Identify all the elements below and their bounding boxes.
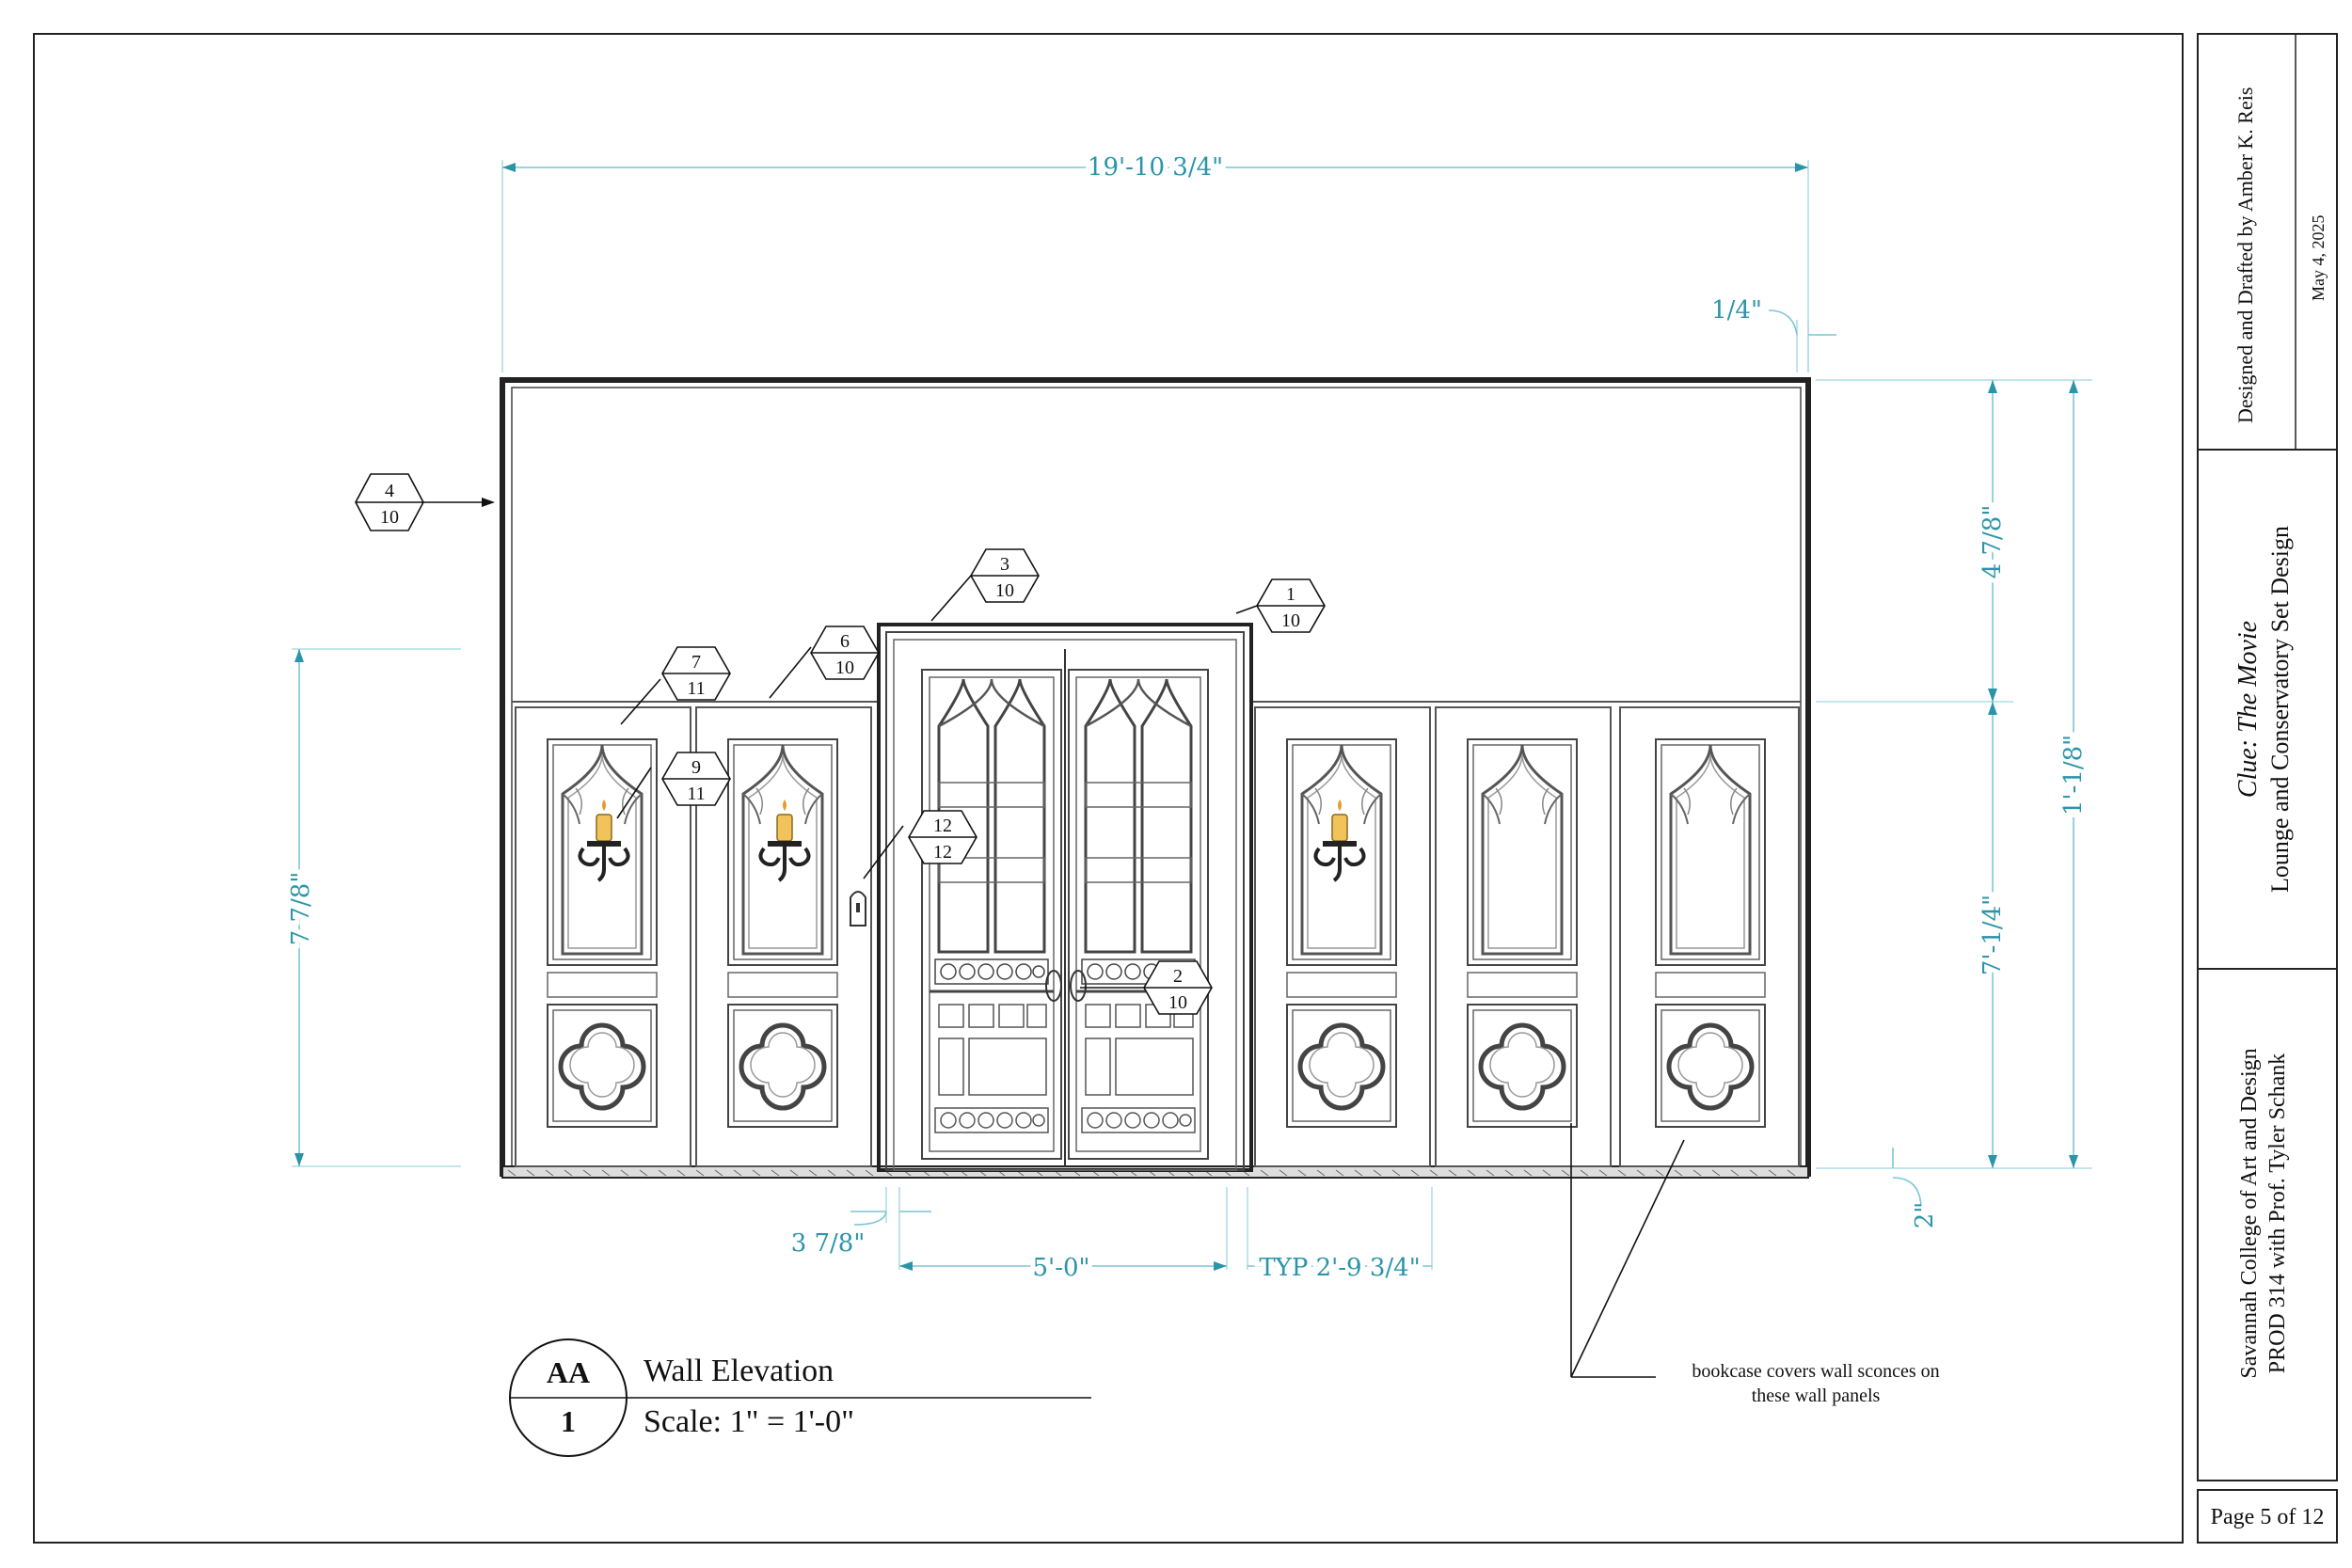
tag-6-bottom: 10: [835, 657, 854, 678]
tag-1-top: 1: [1286, 584, 1295, 605]
dimension-right-verticals: [1816, 379, 2092, 1169]
tag-arrowheads: [482, 498, 495, 507]
drawing-scale: Scale: 1" = 1'-0": [644, 1404, 854, 1439]
double-door: [877, 623, 1253, 1172]
tag-9-bottom: 11: [687, 784, 705, 804]
drawing-id: AA: [547, 1355, 590, 1389]
wall-panel-2: [695, 706, 872, 1167]
dimension-overall-width: [501, 160, 1809, 372]
tag-4-bottom: 10: [380, 507, 399, 528]
dim-left-height: 7 7/8": [287, 872, 315, 946]
course-name: PROD 314 with Prof. Tyler Schank: [2265, 1053, 2290, 1374]
tag-12-bottom: 12: [933, 842, 952, 863]
wall-panel-3: [1254, 706, 1431, 1167]
drawing-date: May 4, 2025: [2309, 215, 2328, 302]
tag-1-bottom: 10: [1281, 610, 1300, 631]
dim-overall-width: 19'-10 3/4": [1088, 153, 1223, 182]
dimension-left-vertical: [292, 648, 461, 1167]
dim-door-width: 5'-0": [1033, 1254, 1090, 1282]
tag-leaders: [423, 501, 1685, 1378]
wall-sconce-icon: [758, 798, 811, 882]
tag-9-top: 9: [691, 757, 701, 778]
dimension-bottom: [850, 1187, 1433, 1271]
tag-3-top: 3: [1000, 554, 1009, 575]
note-line-1: bookcase covers wall sconces on: [1692, 1361, 1939, 1382]
wall-panel-1: [515, 706, 691, 1167]
dim-door-offset: 3 7/8": [791, 1229, 866, 1258]
project-title: Lounge and Conservatory Set Design: [2266, 526, 2294, 893]
tag-4-top: 4: [385, 481, 394, 501]
wall-panel-4: [1435, 706, 1612, 1167]
page-number: Page 5 of 12: [2211, 1505, 2325, 1529]
tag-12-top: 12: [933, 816, 952, 836]
dim-panel-width: TYP 2'-9 3/4": [1259, 1254, 1420, 1282]
tag-6-top: 6: [840, 631, 850, 652]
tag-2-top: 2: [1173, 966, 1183, 987]
show-title: Clue: The Movie: [2233, 621, 2263, 798]
tag-2-bottom: 10: [1168, 992, 1187, 1013]
wall-sconce-icon: [1313, 798, 1366, 882]
dim-upper-height: 4 7/8": [1979, 505, 2007, 579]
tag-shapes: [355, 473, 1326, 1015]
drawing-title-symbol: [509, 1338, 1091, 1457]
page-number-box: [2197, 1489, 2338, 1544]
drawing-name: Wall Elevation: [644, 1354, 834, 1388]
tag-7-top: 7: [691, 652, 701, 673]
drawing-sheet-number: 1: [561, 1404, 576, 1438]
school-name: Savannah College of Art and Design: [2237, 1048, 2262, 1378]
dimension-base: [1892, 1148, 1922, 1207]
tag-3-bottom: 10: [995, 580, 1014, 601]
designer-credit: Designed and Drafted by Amber K. Reis: [2233, 87, 2257, 423]
tag-7-bottom: 11: [687, 678, 705, 699]
dim-cap: 1/4": [1711, 296, 1762, 325]
wall-panel-5: [1619, 706, 1800, 1167]
dim-wainscot-height: 7'-1/4": [1979, 895, 2007, 975]
dim-base: 2": [1911, 1202, 1939, 1229]
note-line-2: these wall panels: [1752, 1386, 1881, 1406]
wall-outline: [500, 377, 1811, 1179]
light-switch-icon: [850, 891, 866, 927]
dim-total-height: 1'-1/8": [2059, 735, 2088, 816]
dimension-cap: [1768, 309, 1836, 372]
title-block: [2197, 33, 2338, 1544]
sheet-border: [33, 33, 2184, 1544]
